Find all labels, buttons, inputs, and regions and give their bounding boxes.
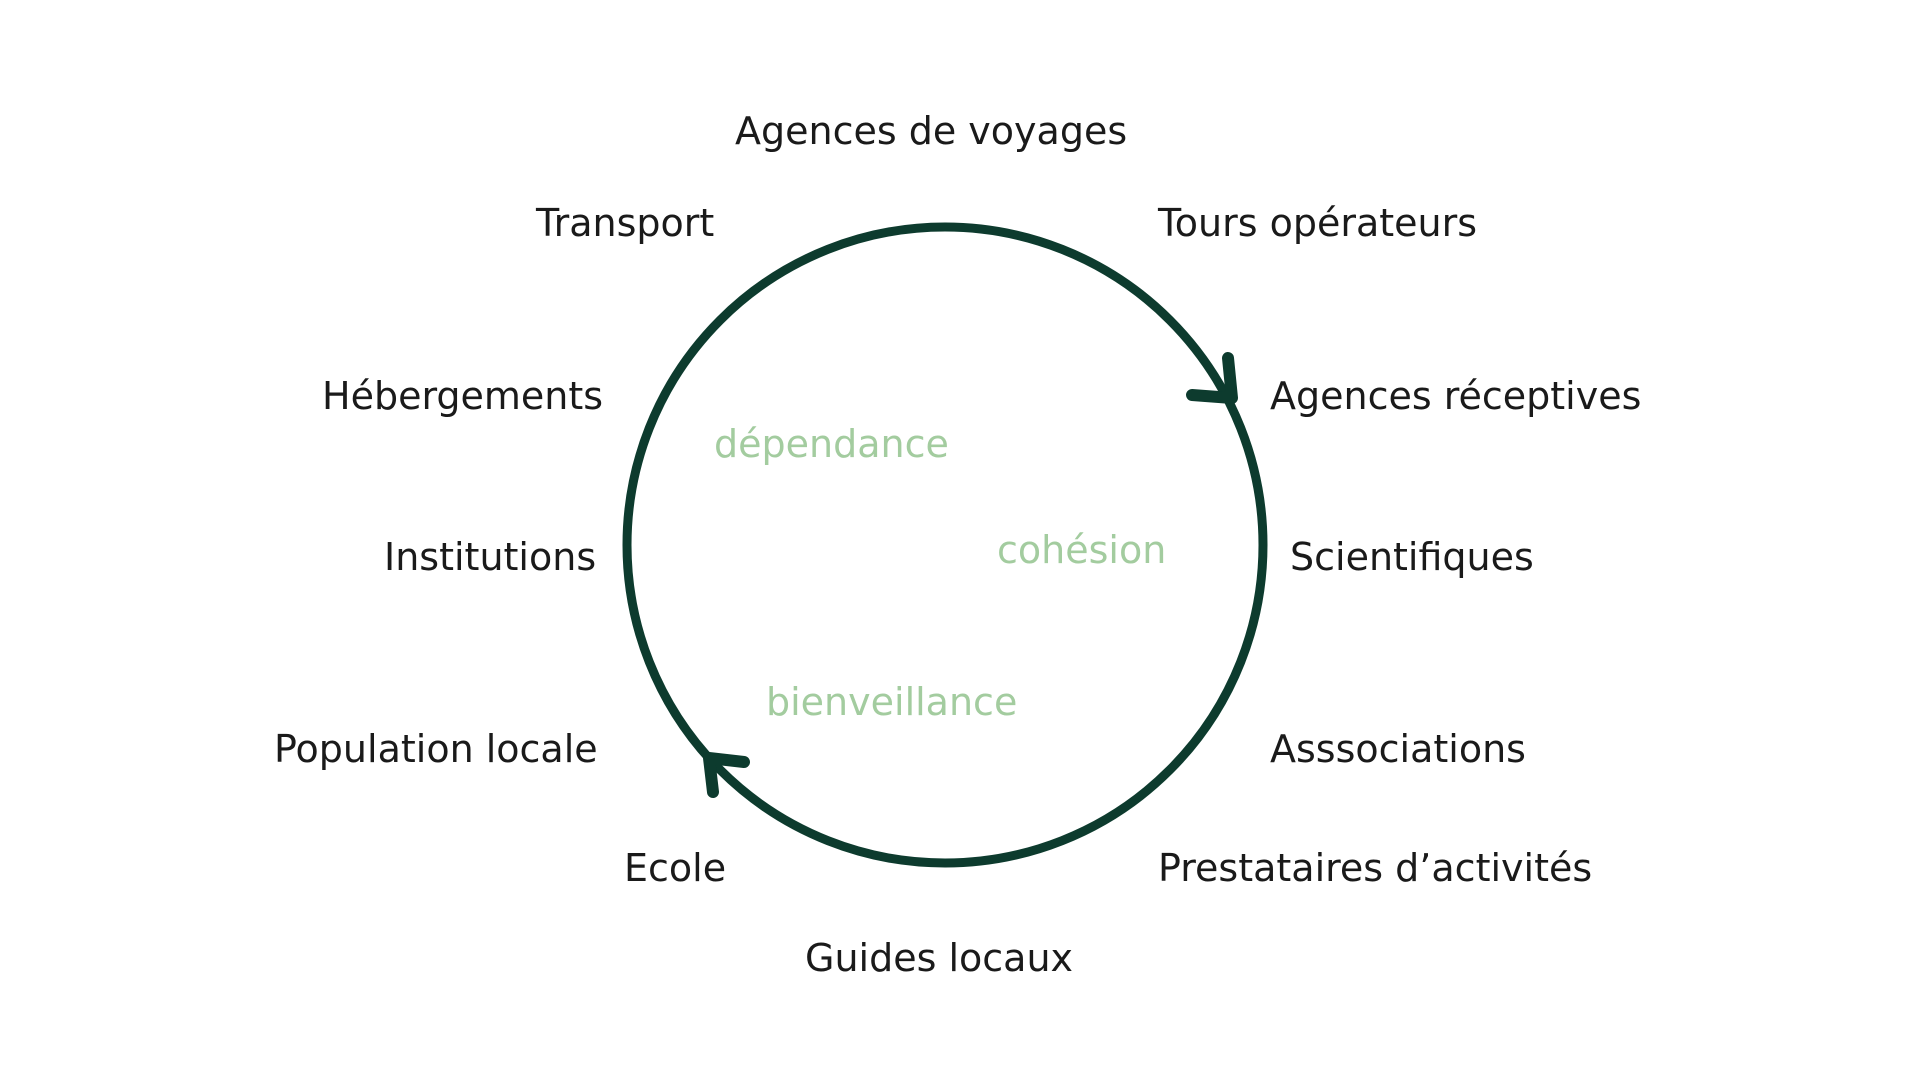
center-word-bienveillance: bienveillance <box>766 680 1018 724</box>
label-prestataires-activites: Prestataires d’activités <box>1158 846 1593 890</box>
label-guides-locaux: Guides locaux <box>805 936 1074 980</box>
label-institutions: Institutions <box>384 535 597 579</box>
arrowhead-bottom-left-icon <box>703 752 750 798</box>
label-associations: Asssociations <box>1270 727 1526 771</box>
label-scientifiques: Scientifiques <box>1290 535 1534 579</box>
label-agences-de-voyages: Agences de voyages <box>735 109 1128 153</box>
label-tours-operateurs: Tours opérateurs <box>1158 201 1478 245</box>
label-transport: Transport <box>536 201 715 245</box>
label-ecole: Ecole <box>624 846 727 890</box>
center-word-cohesion: cohésion <box>997 528 1167 572</box>
label-population-locale: Population locale <box>274 727 598 771</box>
label-hebergements: Hébergements <box>322 374 604 418</box>
center-word-dependance: dépendance <box>714 422 949 466</box>
label-agences-receptives: Agences réceptives <box>1270 374 1642 418</box>
cycle-ring <box>622 222 1268 868</box>
arrowhead-top-right-icon <box>1186 352 1238 404</box>
